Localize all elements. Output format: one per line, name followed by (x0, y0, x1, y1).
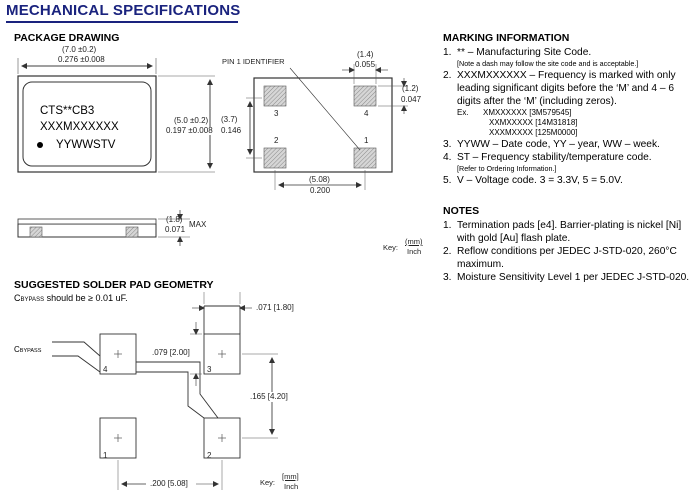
cbypass-label-subscript: BYPASS (19, 348, 42, 354)
cbypass-note-text: should be ≥ 0.01 uF. (44, 293, 128, 303)
marking-item-4-note: [Refer to Ordering Information.] (457, 164, 557, 173)
notes-heading: NOTES (443, 205, 480, 217)
note-item-1: 1. Termination pads [e4]. Barrier-platin… (443, 219, 698, 245)
solder-span-vertical-dim: .165 [4.20] (250, 392, 288, 402)
solder-pad-heading: SUGGESTED SOLDER PAD GEOMETRY (14, 279, 214, 291)
package-height-mm: (5.0 ±0.2) (174, 116, 209, 126)
package-key-inch: Inch (407, 247, 422, 256)
solder-pad-height-dim: .079 [2.00] (152, 348, 190, 357)
package-bottom-view (246, 64, 408, 190)
span-width-in: 0.200 (310, 186, 331, 195)
solder-pin-1: 1 (103, 451, 108, 460)
pad-width-mm: (1.4) (357, 50, 374, 59)
note-item-2-text: Reflow conditions per JEDEC J-STD-020, 2… (457, 246, 677, 270)
solder-pad-width-dim: .071 [1.80] (256, 303, 294, 312)
title-underline (6, 21, 238, 23)
solder-key-label: Key: (260, 478, 276, 487)
bottom-pin-2: 2 (274, 136, 279, 145)
pad-height-in: 0.047 (401, 95, 422, 104)
pad-3 (263, 85, 287, 107)
marking-item-2-text: XXXMXXXXXX – Frequency is marked with on… (457, 70, 676, 107)
cbypass-label-symbol: C (14, 345, 20, 354)
marking-line-3: YYWWSTV (56, 139, 116, 151)
note-item-3-text: Moisture Sensitivity Level 1 per JEDEC J… (457, 272, 690, 283)
marking-heading: MARKING INFORMATION (443, 32, 570, 44)
package-key-mm: (mm) (405, 237, 423, 246)
thickness-mm: (1.8) (166, 215, 183, 224)
span-height-mm: (3.7) (221, 115, 238, 124)
bottom-pin-3: 3 (274, 109, 279, 118)
cbypass-note: CBYPASS should be ≥ 0.01 uF. (14, 293, 128, 303)
solder-key-mm: [mm] (282, 472, 299, 481)
package-drawing-heading: PACKAGE DRAWING (14, 32, 120, 44)
package-top-view (17, 58, 215, 173)
pad-4 (353, 85, 377, 107)
note-item-3: 3. Moisture Sensitivity Level 1 per JEDE… (443, 271, 698, 284)
solder-pin-2: 2 (207, 451, 212, 460)
marking-item-4-text: ST – Frequency stability/temperature cod… (457, 152, 652, 163)
package-side-view (17, 210, 190, 246)
page-title: MECHANICAL SPECIFICATIONS (6, 2, 241, 19)
marking-item-1-text: ** – Manufacturing Site Code. (457, 47, 592, 58)
pad-height-mm: (1.2) (402, 84, 419, 93)
marking-item-2: 2. XXXMXXXXXX – Frequency is marked with… (443, 69, 698, 138)
span-width-mm: (5.08) (309, 175, 330, 184)
marking-item-1-note: [Note a dash may follow the site code an… (457, 59, 639, 68)
pin1-dot (37, 142, 43, 148)
cbypass-note-subscript: BYPASS (20, 297, 45, 303)
marking-item-5: 5. V – Voltage code. 3 = 3.3V, 5 = 5.0V. (443, 174, 698, 187)
solder-pin-4: 4 (103, 365, 108, 374)
thickness-max: MAX (189, 220, 207, 229)
cbypass-note-symbol: C (14, 293, 21, 303)
bottom-pin-1: 1 (364, 136, 369, 145)
bottom-pin-4: 4 (364, 109, 369, 118)
marking-line-1: CTS**CB3 (40, 105, 95, 117)
marking-example-2: XXMXXXXX [14M31818] (489, 118, 578, 127)
solder-pad-4 (99, 333, 137, 375)
pad-2 (263, 147, 287, 169)
solder-key-inch: Inch (284, 482, 299, 491)
package-width-mm: (7.0 ±0.2) (62, 45, 97, 54)
package-key-label: Key: (383, 243, 399, 252)
package-height-in: 0.197 ±0.008 (166, 126, 213, 135)
solder-pin-3: 3 (207, 365, 212, 374)
marking-item-4: 4. ST – Frequency stability/temperature … (443, 151, 698, 174)
marking-item-1: 1. ** – Manufacturing Site Code. [Note a… (443, 46, 698, 69)
pad-width-in: 0.055 (355, 60, 376, 69)
marking-examples: Ex. XMXXXXXX [3M579545] XXMXXXXX [14M318… (457, 108, 698, 138)
marking-ex-label: Ex. (457, 108, 469, 117)
marking-information: MARKING INFORMATION 1. ** – Manufacturin… (443, 32, 698, 187)
span-height-in: 0.146 (221, 126, 242, 135)
thickness-in: 0.071 (165, 225, 186, 234)
solder-span-horizontal-dim: .200 [5.08] (150, 479, 188, 488)
note-item-1-text: Termination pads [e4]. Barrier-plating i… (457, 220, 682, 244)
package-width-in: 0.276 ±0.008 (58, 55, 105, 64)
marking-item-5-text: V – Voltage code. 3 = 3.3V, 5 = 5.0V. (457, 175, 623, 186)
notes-section: NOTES 1. Termination pads [e4]. Barrier-… (443, 205, 698, 284)
marking-line-2: XXXMXXXXXX (40, 121, 119, 133)
marking-example-1: XMXXXXXX [3M579545] (483, 108, 572, 117)
solder-pad-geometry (52, 292, 278, 490)
marking-item-3-text: YYWW – Date code, YY – year, WW – week. (457, 139, 660, 150)
marking-item-3: 3. YYWW – Date code, YY – year, WW – wee… (443, 138, 698, 151)
marking-example-3: XXXMXXXX [125M0000] (489, 128, 578, 137)
cbypass-label: CBYPASS (14, 345, 41, 354)
note-item-2: 2. Reflow conditions per JEDEC J-STD-020… (443, 245, 698, 271)
pad-1 (353, 147, 377, 169)
pin1-identifier-label: PIN 1 IDENTIFIER (222, 57, 285, 66)
